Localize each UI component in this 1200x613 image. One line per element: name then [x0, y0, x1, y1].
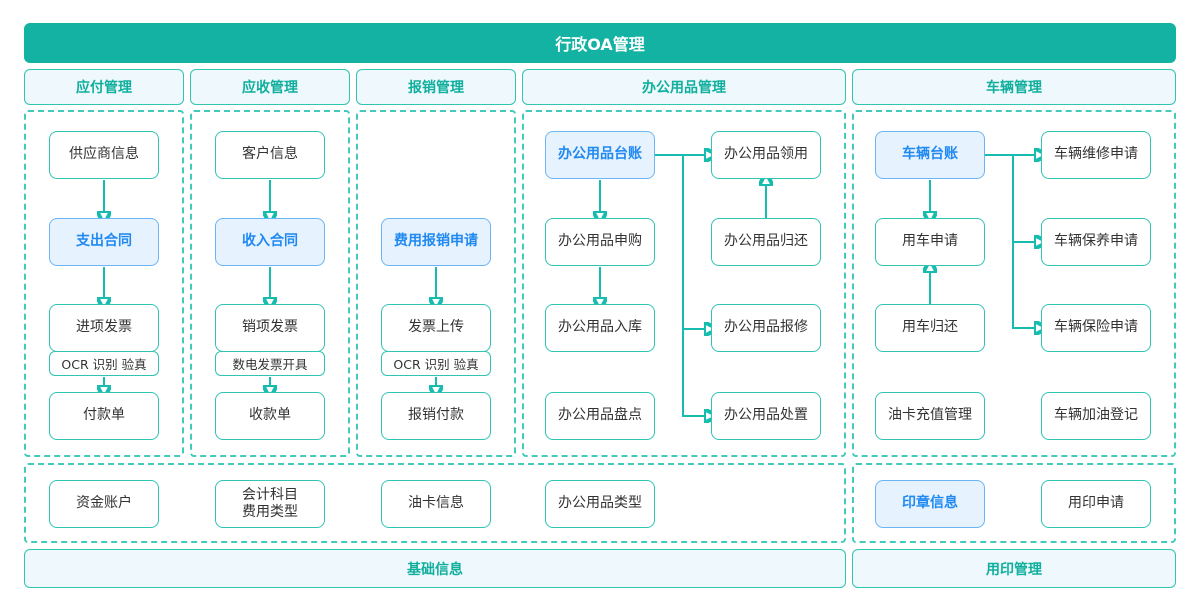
node-seal-info[interactable]: 印章信息 [875, 480, 985, 528]
header-receivable: 应收管理 [190, 69, 350, 105]
page-title: 行政OA管理 [24, 23, 1176, 63]
node-office-supplies-purchase: 办公用品申购 [545, 218, 655, 266]
node-reimburse-payment: 报销付款 [381, 392, 491, 440]
node-vehicle-repair-apply: 车辆维修申请 [1041, 131, 1151, 179]
node-invoice-upload: 发票上传 [381, 304, 491, 352]
group-base-info [24, 463, 846, 543]
node-accounting-subject: 会计科目 费用类型 [215, 480, 325, 528]
node-office-supplies-disposal: 办公用品处置 [711, 392, 821, 440]
node-vehicle-refuel-register: 车辆加油登记 [1041, 392, 1151, 440]
node-fund-account: 资金账户 [49, 480, 159, 528]
node-office-supplies-inbound: 办公用品入库 [545, 304, 655, 352]
node-output-invoice: 销项发票 [215, 304, 325, 352]
group-payable [24, 110, 184, 457]
header-office-supplies: 办公用品管理 [522, 69, 846, 105]
node-vehicle-ledger[interactable]: 车辆台账 [875, 131, 985, 179]
footer-seal: 用印管理 [852, 549, 1176, 588]
node-fuel-card-recharge: 油卡充值管理 [875, 392, 985, 440]
node-input-invoice: 进项发票 [49, 304, 159, 352]
sub-label-digital-invoice-issue: 数电发票开具 [215, 351, 325, 376]
footer-base-info: 基础信息 [24, 549, 846, 588]
header-vehicle: 车辆管理 [852, 69, 1176, 105]
header-payable: 应付管理 [24, 69, 184, 105]
node-office-supplies-collect: 办公用品领用 [711, 131, 821, 179]
node-seal-use-apply: 用印申请 [1041, 480, 1151, 528]
node-vehicle-maintenance-apply: 车辆保养申请 [1041, 218, 1151, 266]
node-income-contract[interactable]: 收入合同 [215, 218, 325, 266]
node-office-supplies-stocktake: 办公用品盘点 [545, 392, 655, 440]
node-office-supplies-ledger[interactable]: 办公用品台账 [545, 131, 655, 179]
node-vehicle-return: 用车归还 [875, 304, 985, 352]
node-customer-info: 客户信息 [215, 131, 325, 179]
node-office-supplies-return: 办公用品归还 [711, 218, 821, 266]
header-reimbursement: 报销管理 [356, 69, 516, 105]
group-reimbursement [356, 110, 516, 457]
sub-label-ocr-verify-payable: OCR 识别 验真 [49, 351, 159, 376]
node-receipt-slip: 收款单 [215, 392, 325, 440]
node-office-supplies-repair: 办公用品报修 [711, 304, 821, 352]
node-supplier-info: 供应商信息 [49, 131, 159, 179]
group-receivable [190, 110, 350, 457]
node-expense-contract[interactable]: 支出合同 [49, 218, 159, 266]
node-office-supplies-type: 办公用品类型 [545, 480, 655, 528]
node-payment-slip: 付款单 [49, 392, 159, 440]
group-office-supplies [522, 110, 846, 457]
node-fuel-card-info: 油卡信息 [381, 480, 491, 528]
sub-label-ocr-verify-reimburse: OCR 识别 验真 [381, 351, 491, 376]
group-vehicle [852, 110, 1176, 457]
node-vehicle-use-apply: 用车申请 [875, 218, 985, 266]
node-expense-reimburse-apply[interactable]: 费用报销申请 [381, 218, 491, 266]
group-seal [852, 463, 1176, 543]
node-vehicle-insurance-apply: 车辆保险申请 [1041, 304, 1151, 352]
